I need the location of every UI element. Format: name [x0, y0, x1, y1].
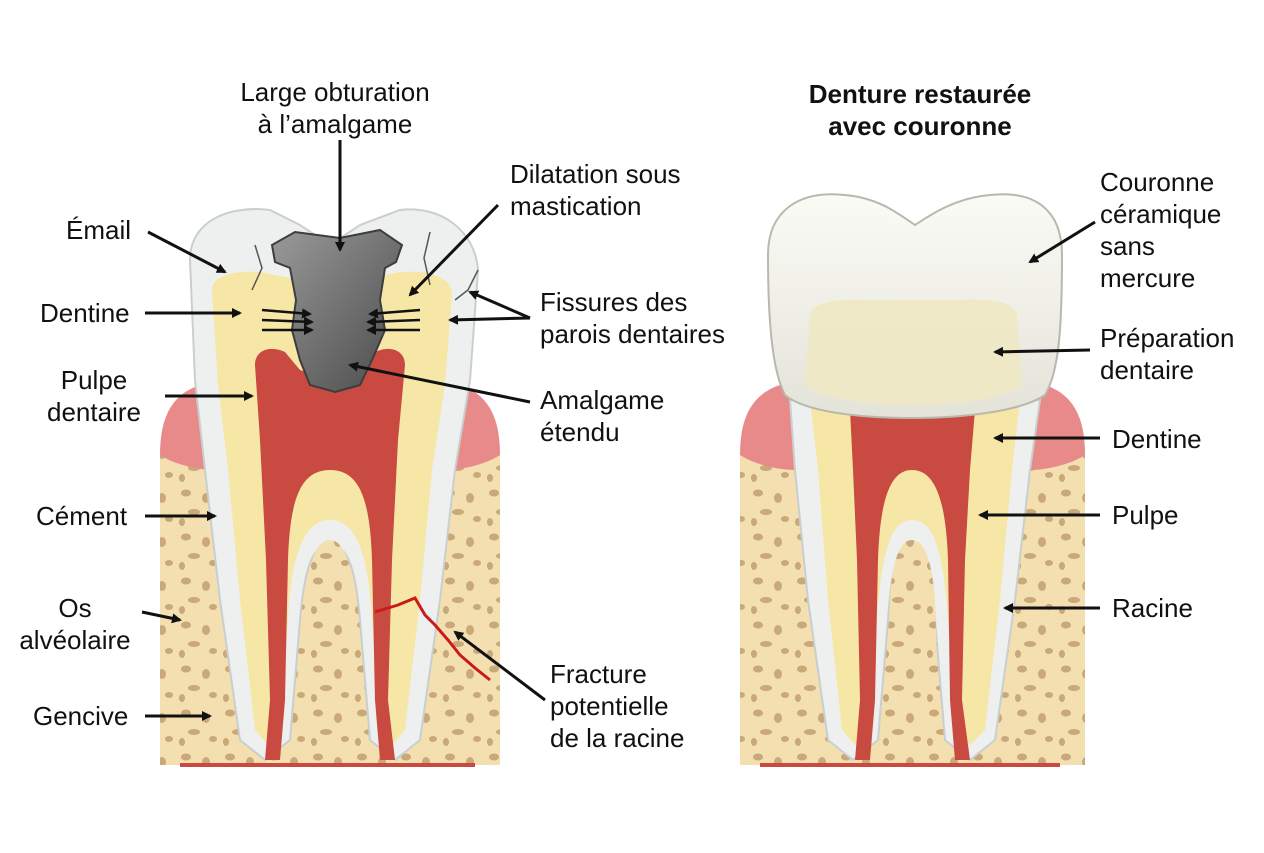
label-dentine-right: Dentine [1112, 424, 1202, 454]
label-fissures: Fissures des parois dentaires [540, 287, 725, 349]
label-dentine-left: Dentine [40, 298, 130, 328]
label-racine: Racine [1112, 593, 1193, 623]
label-pulpe-dentaire: Pulpe dentaire [47, 365, 141, 427]
arrow-os [141, 610, 182, 624]
label-cement: Cément [36, 501, 128, 531]
arrow-fracture [453, 630, 546, 702]
right-gum [740, 385, 795, 470]
right-gum-right [1030, 385, 1085, 470]
right-tooth-preparation [805, 299, 1022, 405]
arrow-dilatation [408, 203, 500, 297]
arrow-preparation [993, 346, 1091, 357]
label-dilatation: Dilatation sous mastication [510, 159, 681, 221]
label-gencive: Gencive [33, 701, 129, 731]
arrow-fissures-2 [448, 314, 531, 325]
label-preparation: Préparation dentaire [1100, 323, 1235, 385]
left-root-inner [300, 540, 360, 760]
label-pulpe-right: Pulpe [1112, 500, 1179, 530]
right-tooth [740, 193, 1085, 767]
left-amalgam-filling [270, 228, 404, 394]
left-tooth [160, 208, 500, 767]
label-os-alveolaire: Os alvéolaire [19, 593, 131, 655]
label-couronne: Couronne céramique sans mercure [1100, 167, 1222, 293]
arrow-amalgame-etendu [348, 361, 531, 404]
arrow-email [147, 230, 227, 274]
right-root-inner [885, 540, 940, 760]
arrow-fissures-1 [468, 290, 531, 320]
right-pulp [850, 410, 975, 760]
right-title: Denture restaurée avec couronne [808, 79, 1032, 141]
label-fracture: Fracture potentielle de la racine [550, 659, 685, 753]
arrow-couronne [1028, 220, 1096, 264]
label-amalgame-etendu: Amalgame étendu [540, 385, 665, 447]
label-email: Émail [66, 215, 132, 245]
dilatation-arrows [261, 308, 421, 335]
left-pulp [255, 348, 405, 760]
arrows [141, 140, 1100, 721]
left-root-fracture [374, 596, 491, 682]
label-large-obturation: Large obturation à l’amalgame [240, 77, 430, 139]
